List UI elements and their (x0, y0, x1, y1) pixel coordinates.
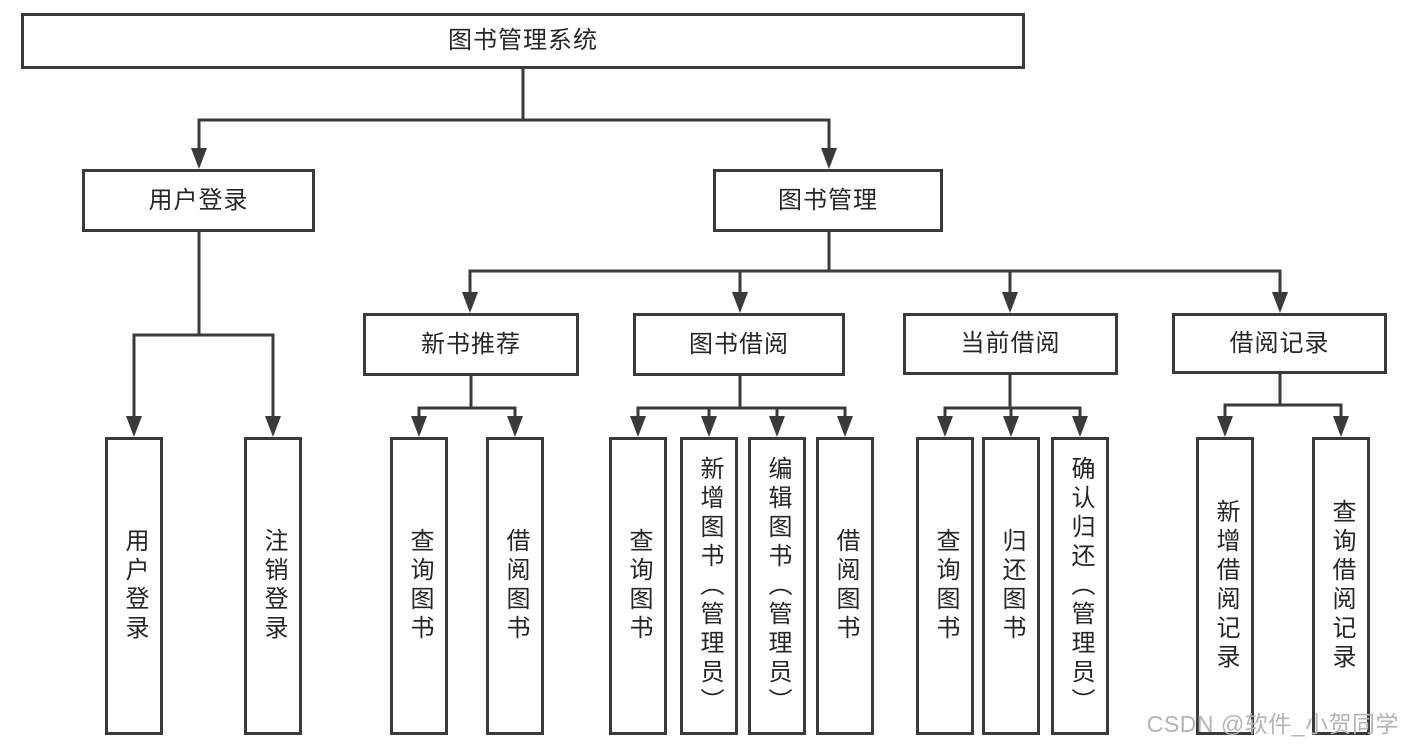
node-label: 查询图书 (406, 528, 433, 644)
node-label: 查询图书 (625, 528, 652, 644)
node-label: 借阅图书 (502, 528, 529, 644)
leaf-borrow-books-recommend: 借阅图书 (486, 437, 544, 735)
connector-book-mgmt-arrowheads (462, 292, 1288, 313)
node-label: 图书管理 (778, 186, 878, 214)
connector-root-to-branches (197, 69, 831, 150)
connector-new-books-arrowheads (411, 416, 523, 437)
node-book-borrowing: 图书借阅 (633, 313, 845, 376)
leaf-add-borrow-record: 新增借阅记录 (1196, 437, 1254, 735)
leaf-return-books: 归还图书 (982, 437, 1040, 735)
node-label: 借阅图书 (832, 528, 859, 644)
leaf-user-login: 用户登录 (105, 437, 163, 735)
node-label: 注销登录 (260, 528, 287, 644)
node-borrow-records: 借阅记录 (1172, 313, 1387, 374)
connector-user-login-branch (132, 232, 275, 418)
node-label: 新增图书（管理员） (696, 455, 723, 717)
connector-root-arrowheads (191, 148, 837, 169)
node-label: 当前借阅 (960, 330, 1061, 357)
connector-borrowing-arrowheads (630, 416, 853, 437)
leaf-query-books-recommend: 查询图书 (390, 437, 448, 735)
node-label: 用户登录 (148, 186, 249, 214)
csdn-watermark: CSDN @软件_小贺同学 (1146, 711, 1399, 737)
node-user-login-branch: 用户登录 (82, 169, 315, 232)
node-library-system: 图书管理系统 (21, 13, 1025, 69)
leaf-edit-books-admin: 编辑图书（管理员） (748, 437, 806, 735)
leaf-logout: 注销登录 (244, 437, 302, 735)
node-label: 新增借阅记录 (1212, 499, 1239, 673)
connector-records-branch (1223, 374, 1343, 418)
node-label: 编辑图书（管理员） (764, 455, 791, 717)
node-label: 用户登录 (121, 528, 148, 644)
leaf-borrow-books: 借阅图书 (816, 437, 874, 735)
node-current-borrowing: 当前借阅 (903, 313, 1118, 375)
connector-book-mgmt-branch (468, 232, 1282, 294)
node-label: 查询借阅记录 (1328, 499, 1355, 673)
leaf-query-books-borrowing: 查询图书 (609, 437, 667, 735)
node-new-book-recommend: 新书推荐 (363, 313, 579, 376)
node-label: 归还图书 (998, 528, 1025, 644)
node-label: 借阅记录 (1229, 329, 1330, 357)
connector-new-books-branch (417, 376, 517, 418)
node-label: 图书借阅 (689, 330, 789, 358)
connector-borrowing-branch (636, 376, 847, 418)
leaf-confirm-return-admin: 确认归还（管理员） (1051, 437, 1109, 735)
node-label: 查询图书 (932, 528, 959, 644)
connector-user-login-arrowheads (126, 416, 281, 437)
connector-records-arrowheads (1217, 416, 1349, 437)
connector-current-arrowheads (937, 416, 1088, 437)
leaf-add-books-admin: 新增图书（管理员） (680, 437, 738, 735)
leaf-query-borrow-record: 查询借阅记录 (1312, 437, 1370, 735)
node-label: 新书推荐 (421, 330, 521, 358)
leaf-query-books-current: 查询图书 (916, 437, 974, 735)
connector-current-branch (943, 375, 1082, 418)
node-label: 确认归还（管理员） (1067, 455, 1094, 717)
node-label: 图书管理系统 (448, 27, 598, 54)
node-book-management: 图书管理 (713, 169, 943, 232)
